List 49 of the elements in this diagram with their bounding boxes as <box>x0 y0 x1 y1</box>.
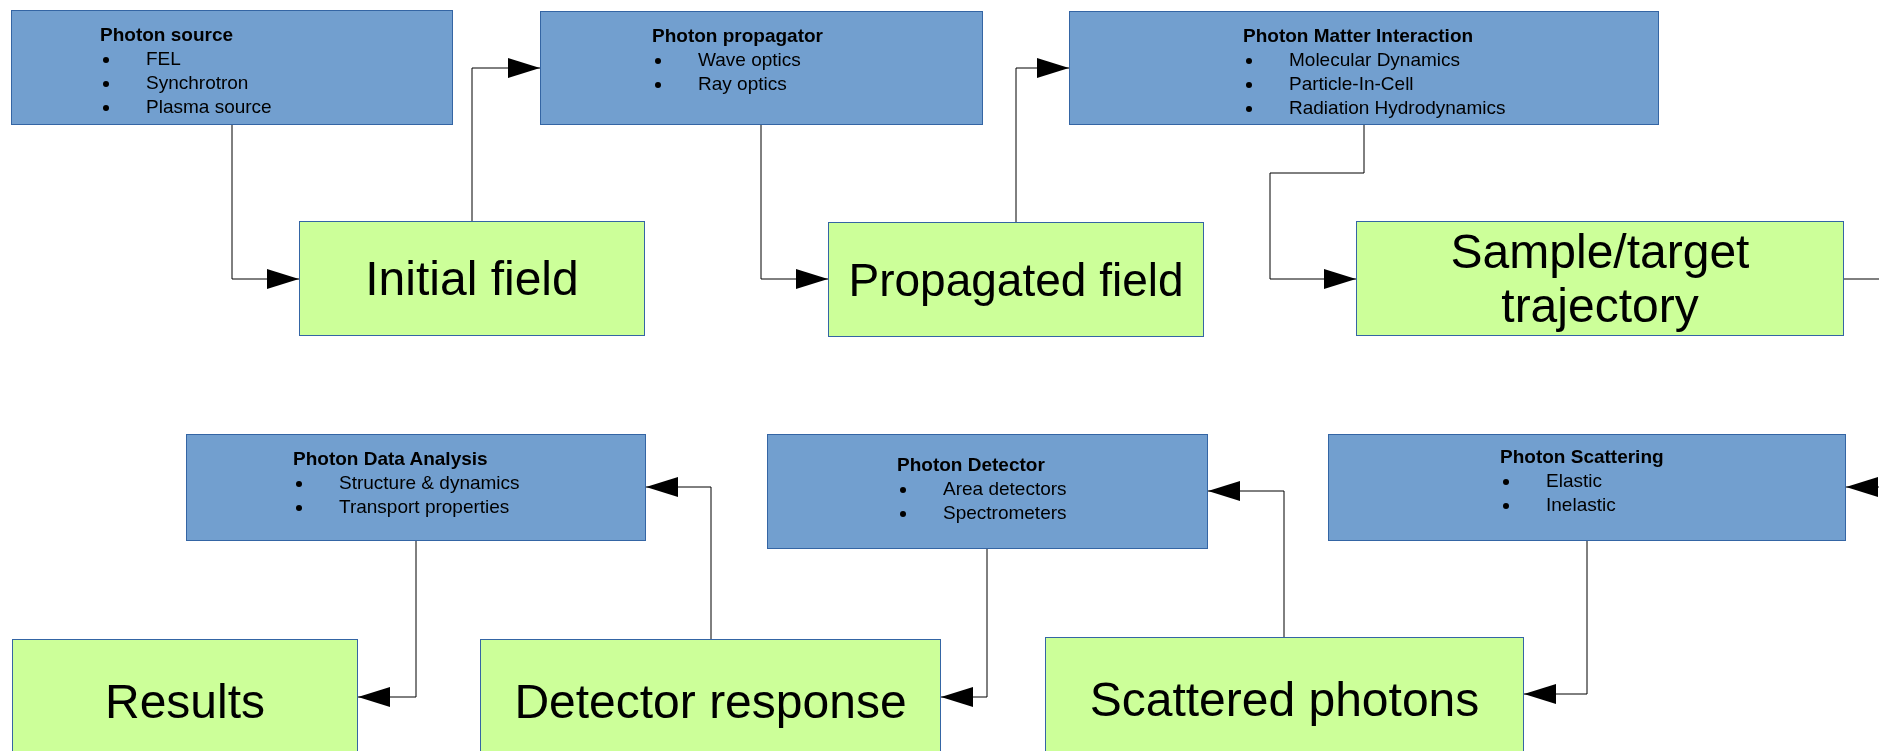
data-box <box>299 221 645 336</box>
data-box <box>1356 221 1844 336</box>
arrow <box>760 124 829 289</box>
box-title: Scattered photons <box>1089 673 1480 727</box>
arrow <box>1843 278 1879 497</box>
tool-box <box>1328 434 1846 541</box>
data-box <box>12 639 358 751</box>
list-item: Structure & dynamics <box>339 471 520 495</box>
arrow <box>1269 124 1365 289</box>
tool-box <box>11 10 453 125</box>
arrow <box>357 540 417 707</box>
box-title: Results <box>104 675 266 729</box>
box-title: Sample/target trajectory <box>1449 224 1751 333</box>
tool-box <box>186 434 646 541</box>
arrow <box>645 477 712 640</box>
list-item: Synchrotron <box>146 71 249 95</box>
list-item: Inelastic <box>1546 493 1616 517</box>
box-heading: Photon source <box>100 23 233 47</box>
data-box <box>1045 637 1524 751</box>
list-item: Molecular Dynamics <box>1289 48 1461 72</box>
box-title: Detector response <box>514 675 907 729</box>
list-item: Radiation Hydrodynamics <box>1289 96 1506 120</box>
data-box <box>828 222 1204 337</box>
list-item: Wave optics <box>698 48 801 72</box>
list-item: Elastic <box>1546 469 1602 493</box>
box-title: Initial field <box>365 251 579 306</box>
arrow <box>1207 481 1285 638</box>
list-item: Particle-In-Cell <box>1289 72 1414 96</box>
list-item: Ray optics <box>698 72 787 96</box>
box-heading: Photon Detector <box>897 453 1045 477</box>
list-item: FEL <box>146 47 181 71</box>
tool-box <box>767 434 1208 549</box>
arrow <box>471 58 541 222</box>
list-item: Spectrometers <box>943 501 1067 525</box>
box-title: Propagated field <box>848 252 1184 307</box>
data-box <box>480 639 941 751</box>
arrow <box>940 548 988 707</box>
box-heading: Photon Scattering <box>1500 445 1664 469</box>
box-heading: Photon Matter Interaction <box>1243 24 1474 48</box>
box-heading: Photon Data Analysis <box>293 447 488 471</box>
arrow <box>1015 58 1070 223</box>
list-item: Plasma source <box>146 95 272 119</box>
arrow <box>231 124 300 289</box>
box-heading: Photon propagator <box>652 24 823 48</box>
arrow <box>1523 540 1588 704</box>
list-item: Area detectors <box>943 477 1067 501</box>
tool-box <box>1069 11 1659 125</box>
list-item: Transport properties <box>339 495 510 519</box>
tool-box <box>540 11 983 125</box>
